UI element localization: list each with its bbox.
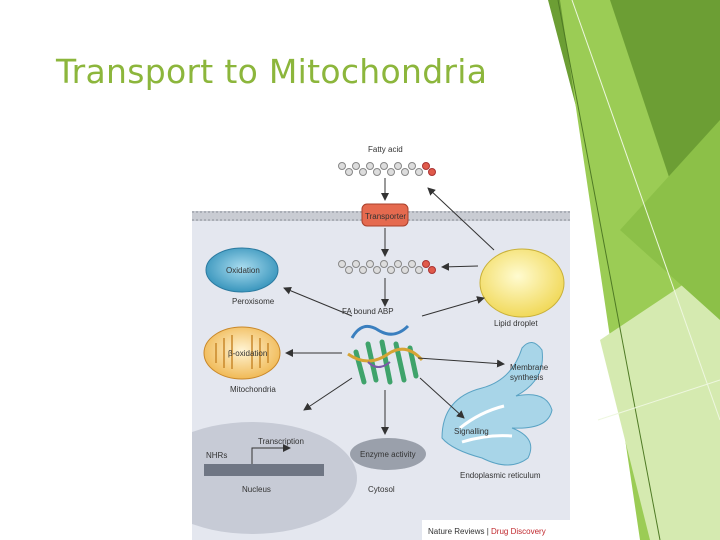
credit-bar [422,520,570,540]
fatty-acid-chain-top [338,162,436,176]
deco-mid-triangle [620,120,720,320]
label-fatty-acid: Fatty acid [368,145,403,154]
deco-line-1 [557,0,661,540]
pathway-arrows [283,178,505,435]
label-transporter: Transporter [365,212,406,221]
fatty-acid-chain-inside [338,260,436,274]
fabp-protein-structure [347,324,424,385]
label-peroxisome: Peroxisome [232,297,275,306]
label-fa-bound-abp: FA bound ABP [342,307,394,316]
label-lipid-droplet: Lipid droplet [494,319,538,328]
label-nucleus: Nucleus [242,485,271,494]
lipid-droplet [479,248,565,318]
label-endoplasmic-reticulum: Endoplasmic reticulum [460,471,541,480]
label-cytosol: Cytosol [368,485,395,494]
deco-line-3 [597,379,720,421]
label-signalling: Signalling [454,427,489,436]
peroxisome [205,247,279,293]
label-nhrs: NHRs [206,451,227,460]
dna-strand [204,464,324,476]
mitochondrion-cristae [215,335,269,369]
mitochondrion [203,326,281,380]
slide-title: Transport to Mitochondria [56,52,488,91]
transporter [361,203,409,227]
label-transcription: Transcription [258,437,304,446]
credit-section: Drug Discovery [491,527,546,536]
label-beta-oxidation: β-oxidation [228,349,267,358]
label-membrane: Membrane [510,363,549,372]
journal-credit: Nature Reviews | Drug Discovery [428,527,546,536]
enzyme-activity [350,438,426,470]
fabp-diagram: Fatty acid Transporter Oxidation Peroxis… [192,145,570,540]
label-enzyme-activity: Enzyme activity [360,450,416,459]
credit-journal: Nature Reviews [428,527,484,536]
credit-separator: | [487,527,491,536]
transcription-arrow [251,444,291,464]
endoplasmic-reticulum [441,342,553,466]
label-synthesis: synthesis [510,373,543,382]
nucleus [192,422,357,534]
deco-line-2 [571,0,720,421]
label-oxidation: Oxidation [226,266,260,275]
label-mitochondria: Mitochondria [230,385,276,394]
